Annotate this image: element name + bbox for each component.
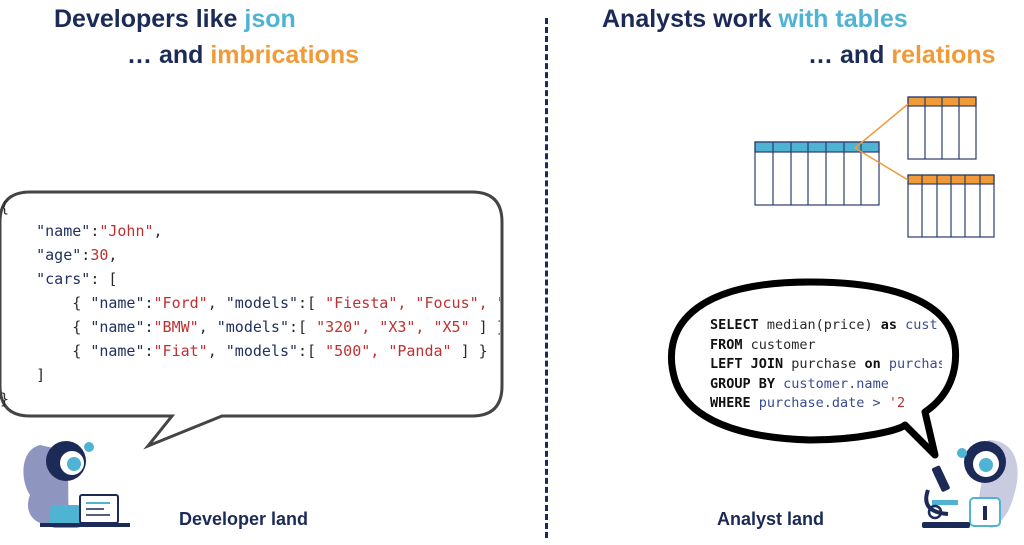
heading-accent: json	[244, 5, 296, 33]
center-divider	[545, 18, 548, 538]
microscope-icon	[922, 465, 970, 528]
heading-text: … and	[127, 41, 211, 69]
heading-accent: imbrications	[210, 41, 359, 69]
analyst-heading-line2: … and relations	[808, 41, 996, 70]
related-table-top	[907, 96, 977, 160]
json-line: { "name":"Fiat", "models":[ "500", "Pand…	[0, 342, 488, 360]
json-line: "cars": [	[36, 270, 118, 288]
heading-text: Analysts work	[602, 5, 779, 33]
json-line: }	[0, 390, 10, 408]
sql-line: FROM customer	[710, 336, 816, 353]
developer-land-caption: Developer land	[179, 509, 309, 529]
relation-link-bottom	[854, 147, 909, 181]
json-line: "name":"John",	[36, 222, 163, 240]
analyst-heading-line1: Analysts work with tables	[602, 5, 908, 34]
sql-line: GROUP BY customer.name	[710, 375, 889, 392]
laptop-icon	[40, 494, 130, 527]
heading-text: … and	[808, 41, 892, 69]
analyst-avatar-icon	[957, 440, 1018, 528]
main-table	[754, 141, 880, 206]
developer-heading-line1: Developers like json	[54, 5, 296, 34]
developer-speech-bubble	[0, 190, 504, 450]
json-code-block: { "name":"John", "age":30, "cars": [ { "…	[0, 195, 500, 415]
sql-line: LEFT JOIN purchase on purchase	[710, 356, 942, 372]
json-line: { "name":"Ford", "models":[ "Fiesta", "F…	[0, 294, 500, 312]
sql-line: SELECT median(price) as cust	[710, 317, 938, 333]
analyst-land-caption: Analyst land	[717, 509, 825, 529]
sql-line: WHERE purchase.date > '2	[710, 395, 906, 411]
heading-text: Developers like	[54, 5, 245, 33]
heading-accent: with tables	[778, 5, 908, 33]
json-line: { "name":"BMW", "models":[ "320", "X3", …	[0, 318, 500, 336]
json-line: {	[0, 198, 10, 216]
json-line: "age":30,	[36, 246, 118, 264]
json-line: ]	[36, 366, 46, 384]
developer-heading-line2: … and imbrications	[127, 41, 359, 70]
relation-link-top	[854, 103, 909, 149]
related-table-bottom	[907, 174, 995, 238]
developer-avatar-icon	[23, 441, 94, 528]
analyst-speech-bubble	[668, 278, 960, 459]
heading-accent: relations	[891, 41, 996, 69]
